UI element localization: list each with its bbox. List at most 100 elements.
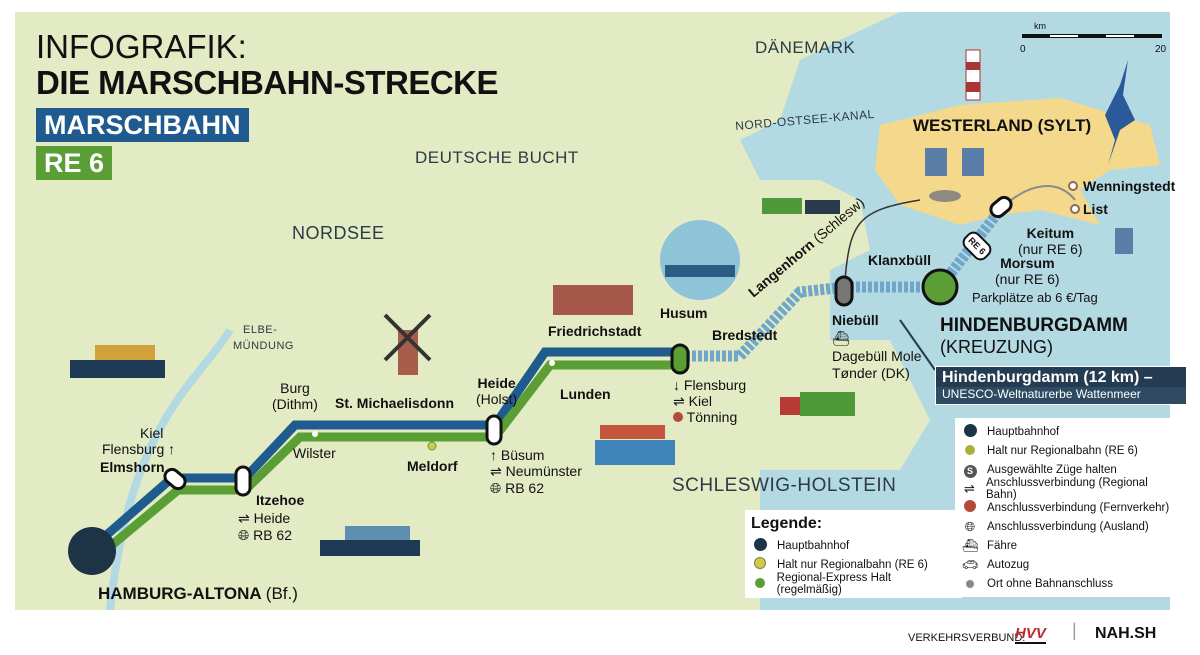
main-station-icon — [751, 537, 769, 554]
hindenburgdamm-train-icon[interactable] — [921, 268, 959, 306]
husum-conn-flensburg: ↓ Flensburg — [673, 377, 747, 393]
stop-lunden — [549, 360, 555, 366]
station-label-bredstedt[interactable]: Bredstedt — [712, 327, 778, 343]
car-train-icon — [780, 392, 855, 416]
page-title: DIE MARSCHBAHN-STRECKE — [36, 64, 499, 101]
ship-icon — [70, 345, 165, 378]
husum-conn-kiel: ⇌ Kiel — [673, 393, 712, 409]
scale-min: 0 — [1020, 44, 1026, 55]
tonder-label: Tønder (DK) — [832, 365, 910, 381]
globe-icon: 🌐︎ — [490, 480, 506, 496]
hvv-logo[interactable]: HVV — [1015, 625, 1046, 644]
banner-title: Hindenburgdamm (12 km) – — [942, 369, 1153, 386]
title-line1: INFOGRAFIK: — [36, 28, 247, 65]
harbor-icon — [660, 220, 740, 300]
station-niebuell[interactable] — [834, 275, 854, 307]
dagebuell-label: Dagebüll Mole — [832, 348, 922, 364]
green-dot-icon — [751, 576, 769, 591]
station-label-morsum: Morsum(nur RE 6) — [995, 255, 1060, 287]
ship-icon — [320, 526, 420, 556]
exchange-arrows-icon: ⇌ — [673, 393, 689, 409]
scale-unit: km — [1034, 21, 1046, 31]
nahsh-logo[interactable]: NAH.SH — [1095, 625, 1157, 642]
husum-conn-toenning: Tönning — [673, 409, 737, 425]
banner-pointer — [899, 319, 936, 371]
elmshorn-conn-flensburg: Flensburg ↑ — [102, 441, 176, 457]
car-train-connection — [844, 199, 921, 281]
stop-wilster — [312, 431, 318, 437]
stop-wenningstedt — [1068, 181, 1078, 191]
itzehoe-conn-heide: ⇌ Heide — [238, 510, 291, 526]
elmshorn-conn-kiel: Kiel — [140, 425, 164, 441]
fishing-boat-icon — [595, 425, 675, 465]
region-daenemark: DÄNEMARK — [755, 38, 856, 57]
stop-meldorf — [427, 441, 437, 451]
station-label-lunden[interactable]: Lunden — [560, 386, 611, 402]
station-label-st-michaelisdonn[interactable]: St. Michaelisdonn — [335, 395, 455, 411]
parking-info: Parkplätze ab 6 €/Tag — [972, 290, 1098, 305]
station-label-itzehoe[interactable]: Itzehoe — [256, 492, 305, 508]
station-westerland[interactable] — [988, 195, 1014, 220]
hindenburgdamm-banner: Hindenburgdamm (12 km) – UNESCO-Weltnatu… — [935, 366, 1187, 405]
region-elbe-muendung: MÜNDUNG — [233, 340, 294, 352]
stop-list — [1070, 204, 1080, 214]
grey-dot-icon — [961, 576, 979, 591]
car-train-icon — [762, 198, 840, 214]
station-label-wilster[interactable]: Wilster — [293, 445, 336, 461]
dotted-line-north — [680, 206, 1005, 362]
sylt-silhouette-icon — [1105, 60, 1135, 165]
marschbahn-tag: MARSCHBAHN — [36, 108, 249, 142]
seal-icon — [929, 190, 961, 202]
ferry-icon: ⛴ — [832, 330, 850, 346]
lighthouse-icon — [965, 49, 981, 101]
footer-label: VERKEHRSVERBUND: — [908, 632, 1026, 644]
station-label-burg: Burg(Dithm) — [272, 380, 318, 412]
beach-chair-icon — [925, 148, 984, 176]
place-wenningstedt: Wenningstedt — [1083, 178, 1176, 194]
globe-icon: 🌐︎ — [964, 518, 976, 534]
s-icon: S — [961, 462, 979, 478]
place-list: List — [1083, 201, 1108, 217]
exchange-arrows-icon: ⇌ — [238, 510, 254, 526]
station-elmshorn[interactable] — [162, 467, 188, 492]
station-label-klanxbuell[interactable]: Klanxbüll — [868, 252, 932, 268]
station-label-niebuell[interactable]: Niebüll — [832, 312, 879, 328]
legend-heading: Legende: — [751, 515, 823, 532]
footer-bg — [0, 610, 1200, 655]
ferry-icon: ⛴ — [961, 537, 979, 553]
hamburg-main-station-icon[interactable] — [68, 527, 116, 575]
exchange-arrows-icon: ⇌ — [964, 480, 975, 496]
station-husum[interactable] — [670, 343, 690, 375]
station-label-westerland[interactable]: WESTERLAND (SYLT) — [913, 116, 1092, 135]
kreuzung-label: (KREUZUNG) — [940, 337, 1053, 357]
re6-tag: RE 6 — [36, 146, 113, 180]
mainland — [15, 12, 930, 610]
legend-right: Hauptbahnhof Halt nur Regionalbahn (RE 6… — [955, 418, 1177, 597]
station-label-heide: Heide(Holst) — [476, 375, 518, 407]
beach-chair-icon — [1115, 228, 1133, 254]
banner-subtitle: UNESCO-Weltnaturerbe Wattenmeer — [936, 387, 1186, 404]
region-nordsee: NORDSEE — [292, 223, 385, 243]
region-elbe: ELBE- — [243, 324, 278, 336]
station-label-meldorf[interactable]: Meldorf — [407, 458, 458, 474]
station-label-hamburg[interactable]: HAMBURG-ALTONA (Bf.) — [98, 584, 298, 603]
hindenburgdamm-label: HINDENBURGDAMM — [940, 315, 1128, 336]
station-label-friedrichstadt[interactable]: Friedrichstadt — [548, 323, 642, 339]
yellow-dot-icon — [751, 557, 769, 572]
station-heide[interactable] — [485, 414, 503, 446]
station-label-elmshorn[interactable]: Elmshorn — [100, 459, 165, 475]
scale-bar — [1022, 34, 1162, 38]
legend-left: Legende: Hauptbahnhof Halt nur Regionalb… — [745, 510, 962, 598]
divider: | — [1072, 620, 1077, 640]
station-itzehoe[interactable] — [234, 465, 252, 497]
globe-icon: 🌐︎ — [238, 527, 254, 543]
station-label-keitum: Keitum(nur RE 6) — [1018, 225, 1083, 257]
station-label-husum[interactable]: Husum — [660, 305, 708, 321]
itzehoe-conn-rb62: 🌐︎ RB 62 — [238, 527, 293, 543]
town-icon — [553, 285, 633, 315]
red-circle-icon — [673, 412, 683, 422]
region-schleswig-holstein: SCHLESWIG-HOLSTEIN — [672, 475, 897, 496]
region-deutsche-bucht: DEUTSCHE BUCHT — [415, 148, 579, 167]
exchange-arrows-icon: ⇌ — [490, 463, 506, 479]
